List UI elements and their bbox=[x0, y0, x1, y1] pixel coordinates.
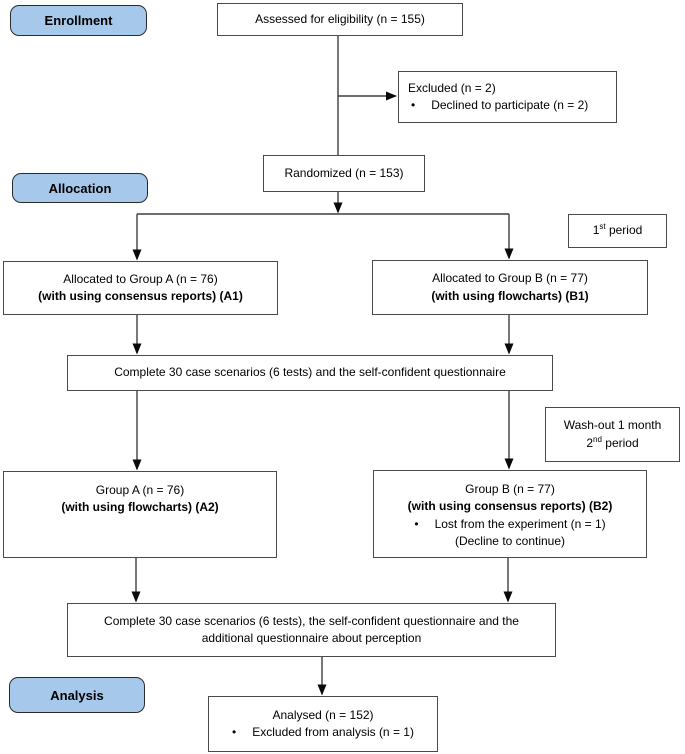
bullet-dot: • bbox=[232, 725, 237, 739]
assessed-eligibility-box: Assessed for eligibility (n = 155) bbox=[217, 3, 463, 36]
bullet-dot: • bbox=[411, 98, 416, 112]
group-b2-line3: (Decline to continue) bbox=[454, 534, 566, 549]
assessed-text: Assessed for eligibility (n = 155) bbox=[255, 11, 425, 26]
group-b2-bullet-text: Lost from the experiment (n = 1) bbox=[434, 516, 606, 531]
second-period-superscript: nd bbox=[593, 434, 602, 444]
group-b2-box: Group B (n = 77) (with using consensus r… bbox=[373, 470, 647, 558]
group-b2-line1: Group B (n = 77) bbox=[465, 482, 555, 496]
randomized-box: Randomized (n = 153) bbox=[263, 155, 425, 192]
analysed-bullet-line: • Excluded from analysis (n = 1) bbox=[232, 724, 414, 741]
group-a1-box: Allocated to Group A (n = 76) (with usin… bbox=[3, 261, 278, 315]
complete-first-tests-text: Complete 30 case scenarios (6 tests) and… bbox=[114, 365, 506, 380]
group-b1-line1: Allocated to Group B (n = 77) bbox=[432, 271, 588, 286]
randomized-text: Randomized (n = 153) bbox=[284, 165, 404, 180]
excluded-box: Excluded (n = 2) • Declined to participa… bbox=[398, 71, 617, 123]
complete-second-tests-text: Complete 30 case scenarios (6 tests), th… bbox=[104, 613, 519, 645]
group-b1-box: Allocated to Group B (n = 77) (with usin… bbox=[372, 260, 648, 315]
group-a2-line2: (with using flowcharts) (A2) bbox=[61, 500, 219, 515]
analysed-bullet-text: Excluded from analysis (n = 1) bbox=[252, 725, 414, 739]
first-period-text: 1st period bbox=[592, 222, 643, 238]
washout-line2: 2nd period bbox=[586, 434, 639, 450]
group-a1-line1: Allocated to Group A (n = 76) bbox=[63, 271, 218, 286]
excluded-title: Excluded (n = 2) bbox=[408, 80, 496, 95]
excluded-bullet-line: • Declined to participate (n = 2) bbox=[411, 97, 588, 114]
washout-box: Wash-out 1 month 2nd period bbox=[545, 407, 680, 462]
group-b1-line2: (with using flowcharts) (B1) bbox=[431, 288, 589, 303]
washout-line1: Wash-out 1 month bbox=[563, 418, 662, 433]
group-b2-line2: (with using consensus reports) (B2) bbox=[407, 499, 613, 514]
complete-second-tests-box: Complete 30 case scenarios (6 tests), th… bbox=[67, 603, 556, 657]
allocation-stage-label: Allocation bbox=[12, 173, 148, 203]
group-a1-line2: (with using consensus reports) (A1) bbox=[38, 289, 243, 303]
group-a2-box: Group A (n = 76) (with using flowcharts)… bbox=[3, 471, 277, 558]
excluded-bullet-text: Declined to participate (n = 2) bbox=[431, 98, 589, 112]
analysis-stage-label: Analysis bbox=[9, 677, 145, 713]
enrollment-stage-label: Enrollment bbox=[10, 5, 147, 36]
first-period-box: 1st period bbox=[568, 214, 667, 248]
group-a2-line1: Group A (n = 76) bbox=[95, 483, 185, 497]
group-b2-bullet-line: • Lost from the experiment (n = 1) bbox=[414, 516, 605, 533]
analysed-box: Analysed (n = 152) • Excluded from analy… bbox=[208, 696, 438, 752]
bullet-dot: • bbox=[414, 516, 419, 531]
complete-first-tests-box: Complete 30 case scenarios (6 tests) and… bbox=[67, 355, 553, 391]
first-period-superscript: st bbox=[599, 222, 606, 232]
analysed-line1: Analysed (n = 152) bbox=[272, 707, 374, 722]
